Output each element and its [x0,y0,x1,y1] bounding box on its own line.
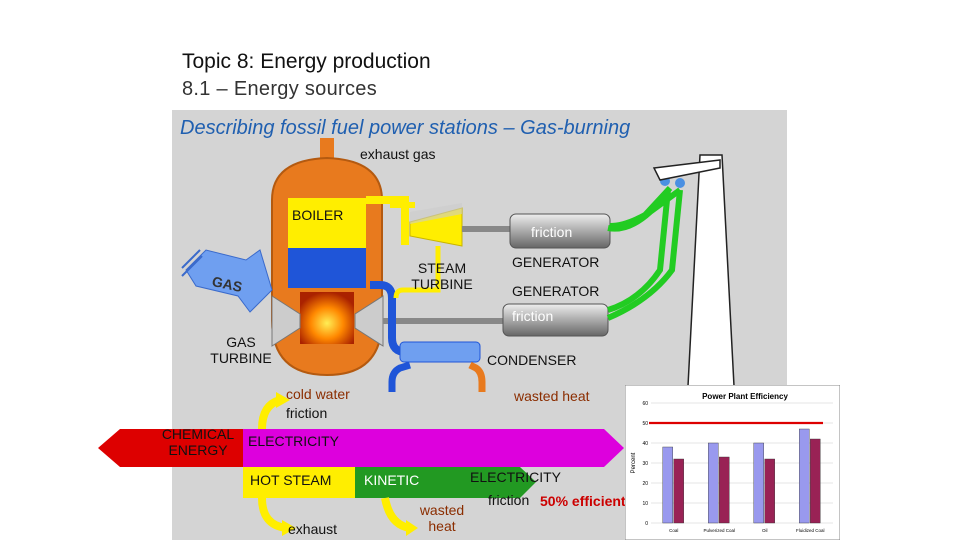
friction-right-label: friction [488,492,530,508]
chart-ytick-label: 20 [642,481,648,487]
wasted-label-line1: wasted [419,502,465,518]
wasted-label-line2: heat [428,518,456,534]
chart-bar [753,442,764,524]
gas-turbine-outlet [354,295,384,347]
condenser-label: CONDENSER [487,352,577,368]
sankey-diagram [98,392,624,536]
kinetic-band [355,467,452,498]
steam-turbine-label-line1: STEAM [417,260,467,276]
chemical-energy-band [98,429,243,467]
chart-bar [810,438,821,524]
exhaust-gas-label: exhaust gas [360,146,436,162]
boiler-steam-chamber [288,198,366,248]
generator-mid-label: GENERATOR [512,283,600,299]
steam-turbine-label: STEAM TURBINE [406,260,478,292]
turbine-shaft [462,226,512,232]
cooling-pipe [468,361,486,392]
efficiency-label: 50% efficient [540,493,626,509]
friction-left-label: friction [286,405,328,421]
chart-ytick-label: 10 [642,501,648,507]
exhaust-pipe [320,138,334,160]
chart-bar [708,442,719,524]
chart-bar [673,458,684,524]
slide-subtitle-topic: 8.1 – Energy sources [182,78,377,100]
boiler-label: BOILER [292,207,344,223]
diagram-heading: Describing fossil fuel power stations – … [180,117,631,139]
chart-ytick-label: 50 [642,421,648,427]
kinetic-label: KINETIC [364,472,420,488]
gas-turbine-inlet [271,295,301,347]
electricity-2-band [452,467,536,498]
chart-ytick-label: 30 [642,461,648,467]
hot-steam-band [243,467,355,498]
chemical-label-line2: ENERGY [168,442,228,458]
chart-xtick-label: Coal [669,528,678,533]
friction-top-label: friction [531,224,573,240]
slide-title: Topic 8: Energy production [182,50,431,73]
chart-ylabel: Percent [631,452,637,473]
electricity-label: ELECTRICITY [248,433,340,449]
boiler-fire [300,292,354,344]
boiler-water-chamber [288,248,366,288]
chemical-energy-label: CHEMICAL ENERGY [158,426,238,458]
wasted-heat-label: wasted heat [412,502,472,534]
cold-water-label: cold water [286,386,350,402]
chart-xtick-label: Oil [762,528,768,533]
wasted-heat-top-label: wasted heat [514,388,590,404]
friction-mid-label: friction [512,308,554,324]
gas-turbine-label: GAS TURBINE [206,334,276,366]
power-lines [606,185,683,321]
condenser-body [399,341,481,363]
chart-ytick-label: 60 [642,401,648,407]
chart-bar [764,458,775,524]
electricity-2-label: ELECTRICITY [470,469,562,485]
chart-bar [662,446,673,524]
steam-turbine-label-line2: TURBINE [411,276,473,292]
gas-inlet-arrow [181,249,273,313]
chart-ytick-label: 40 [642,441,648,447]
chart-bar [799,428,810,524]
generator-bottom [502,303,609,337]
chart-title: Power Plant Efficiency [702,392,788,401]
gas-turbine-label-line1: GAS [226,334,256,350]
hot-steam-label: HOT STEAM [250,472,332,488]
exhaust-label: exhaust [288,521,338,537]
steam-pipe [366,196,409,245]
efficiency-chart: Power Plant Efficiency Percent 0 10 20 30 40… [625,385,840,540]
gas-turbine-label-line2: TURBINE [210,350,272,366]
chart-bar [719,456,730,524]
electricity-band [243,429,624,467]
chart-xtick-label: Pulverized Coal [703,528,735,533]
chart-ytick-label: 0 [645,521,648,527]
generator-top-label: GENERATOR [512,254,600,270]
chemical-label-line1: CHEMICAL [161,426,235,442]
chart-xtick-label: Fluidized Coal [796,528,825,533]
